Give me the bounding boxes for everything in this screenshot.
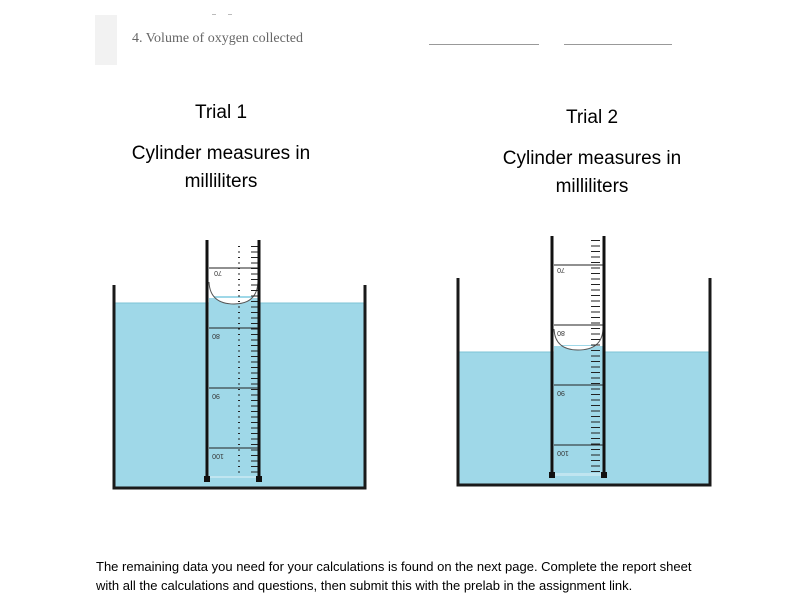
trial1-label-80: 80 <box>212 332 220 339</box>
trial2-beaker-outline <box>456 278 712 487</box>
trial1-desc-line2: milliliters <box>184 171 258 192</box>
trial1-desc-line1: Cylinder measures in <box>131 143 311 164</box>
trial1-description: Cylinder measures in milliliters <box>101 140 341 196</box>
trial1-cylinder: 70 80 90 100 <box>204 240 262 482</box>
header-mark <box>212 14 216 15</box>
trial1-label-100: 100 <box>212 452 224 459</box>
question-label: 4. Volume of oxygen collected <box>132 31 303 46</box>
trial2-label-70: 70 <box>557 266 565 273</box>
instructions-paragraph: The remaining data you need for your cal… <box>96 557 746 595</box>
trial2-label-80: 80 <box>557 329 565 336</box>
trial1-graduation-ticks <box>238 244 258 476</box>
trial2-cylinder: 70 80 90 100 <box>549 236 607 478</box>
trial2-description: Cylinder measures in milliliters <box>472 145 712 201</box>
instructions-line2: with all the calculations and questions,… <box>96 578 633 593</box>
trial2-title: Trial 2 <box>565 107 619 128</box>
trial2-label-100: 100 <box>557 449 569 456</box>
trial1-label-90: 90 <box>212 392 220 399</box>
trial2-label-90: 90 <box>557 389 565 396</box>
trial2-graduation-ticks <box>583 240 603 472</box>
question-number-shading <box>95 15 117 65</box>
trial1-label-70: 70 <box>214 269 222 276</box>
trial1-answer-blank <box>429 44 539 45</box>
trial2-desc-line1: Cylinder measures in <box>502 148 682 169</box>
instructions-line1: The remaining data you need for your cal… <box>96 559 692 574</box>
trial2-answer-blank <box>564 44 672 45</box>
trial2-desc-line2: milliliters <box>555 176 629 197</box>
trial1-beaker-outline <box>112 285 367 490</box>
header-mark <box>228 14 232 15</box>
trial1-title: Trial 1 <box>194 102 248 123</box>
